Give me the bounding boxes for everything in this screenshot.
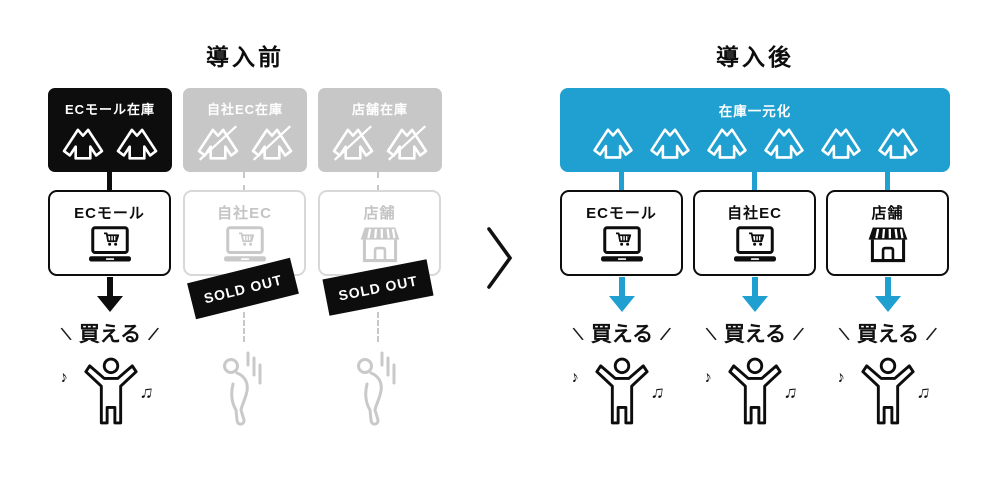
celebrating-person-icon [859,352,917,430]
connector-dashed-line [377,172,379,191]
buy-label: 買える [78,323,142,346]
shirt-icon [819,124,863,161]
down-arrow [96,277,124,313]
shirt-icon [114,124,160,162]
channel-label: ECモール [74,205,145,222]
connector-line [619,172,624,191]
slumped-person-icon [216,348,266,430]
channel-label: 店舗 [871,205,904,222]
shirt-icon [60,124,106,162]
buy-label: 買える [590,323,654,346]
laptop-cart-icon [221,226,269,264]
channel-label: 店舗 [363,205,396,222]
shirt-icon [762,124,806,161]
music-note-icon: ♫ [649,381,666,403]
dashed-stub [243,312,245,342]
happy-person: ♪ ♫ [702,352,799,432]
emphasis-slash-left: \ [571,323,586,347]
shirt-crossed-icon [330,124,376,162]
stock-box-ec-mall: ECモール在庫 [48,88,172,172]
music-note-icon: ♫ [782,381,799,403]
shirt-icon [591,124,635,161]
after-title: 導入後 [716,44,794,70]
channel-label: 自社EC [727,205,782,222]
music-note-icon: ♫ [138,381,155,403]
emphasis-slash-left: \ [704,323,719,347]
connector-line [107,172,112,191]
channel-label: ECモール [586,205,657,222]
shirt-row [318,124,442,162]
laptop-cart-icon [731,226,779,264]
music-note-icon: ♪ [58,368,70,387]
shirt-crossed-icon [384,124,430,162]
before-title: 導入前 [206,44,284,70]
buyable-text: \買える/ [808,318,968,348]
music-note-icon: ♪ [702,368,714,387]
storefront-icon [356,226,404,264]
buyable-text: \買える/ [675,318,835,348]
channel-box-ec-mall: ECモール [48,190,171,276]
emphasis-slash-left: \ [837,323,852,347]
down-arrow [874,277,902,313]
shirt-row [560,124,950,161]
channel-box-store: 店舗 [826,190,949,276]
shirt-row [48,124,172,162]
down-arrow [608,277,636,313]
music-note-icon: ♪ [569,368,581,387]
shirt-icon [876,124,920,161]
buy-label: 買える [723,323,787,346]
chevron-right-icon [487,227,513,289]
laptop-cart-icon [86,226,134,264]
emphasis-slash-left: \ [59,323,74,347]
unified-inventory-banner: 在庫一元化 [560,88,950,172]
banner-label: 在庫一元化 [718,104,792,119]
shirt-icon [705,124,749,161]
celebrating-person-icon [82,352,140,430]
connector-line [885,172,890,191]
connector-line [752,172,757,191]
stock-box-label: 店舗在庫 [351,102,408,117]
stock-box-label: 自社EC在庫 [206,102,284,117]
happy-person: ♪ ♫ [835,352,932,432]
buyable-text: \買える/ [542,318,702,348]
stock-box-label: ECモール在庫 [64,102,156,117]
channel-box-ec-mall: ECモール [560,190,683,276]
connector-dashed-line [243,172,245,191]
emphasis-slash-right: / [791,323,806,347]
shirt-crossed-icon [249,124,295,162]
slumped-person-icon [350,348,400,430]
dashed-stub [377,312,379,342]
storefront-icon [864,226,912,264]
sad-person [350,348,400,430]
emphasis-slash-right: / [658,323,673,347]
happy-person: ♪ ♫ [569,352,666,432]
down-arrow [741,277,769,313]
music-note-icon: ♪ [835,368,847,387]
shirt-crossed-icon [195,124,241,162]
happy-person: ♪ ♫ [58,352,155,432]
sad-person [216,348,266,430]
buyable-text: \買える/ [30,318,190,348]
music-note-icon: ♫ [915,381,932,403]
emphasis-slash-right: / [924,323,939,347]
channel-label: 自社EC [217,205,272,222]
laptop-cart-icon [598,226,646,264]
stock-box-store: 店舗在庫 [318,88,442,172]
shirt-icon [648,124,692,161]
stock-box-own-ec: 自社EC在庫 [183,88,307,172]
celebrating-person-icon [593,352,651,430]
channel-box-own-ec: 自社EC [693,190,816,276]
channel-box-own-ec: 自社EC [183,190,306,276]
emphasis-slash-right: / [146,323,161,347]
celebrating-person-icon [726,352,784,430]
buy-label: 買える [856,323,920,346]
shirt-row [183,124,307,162]
